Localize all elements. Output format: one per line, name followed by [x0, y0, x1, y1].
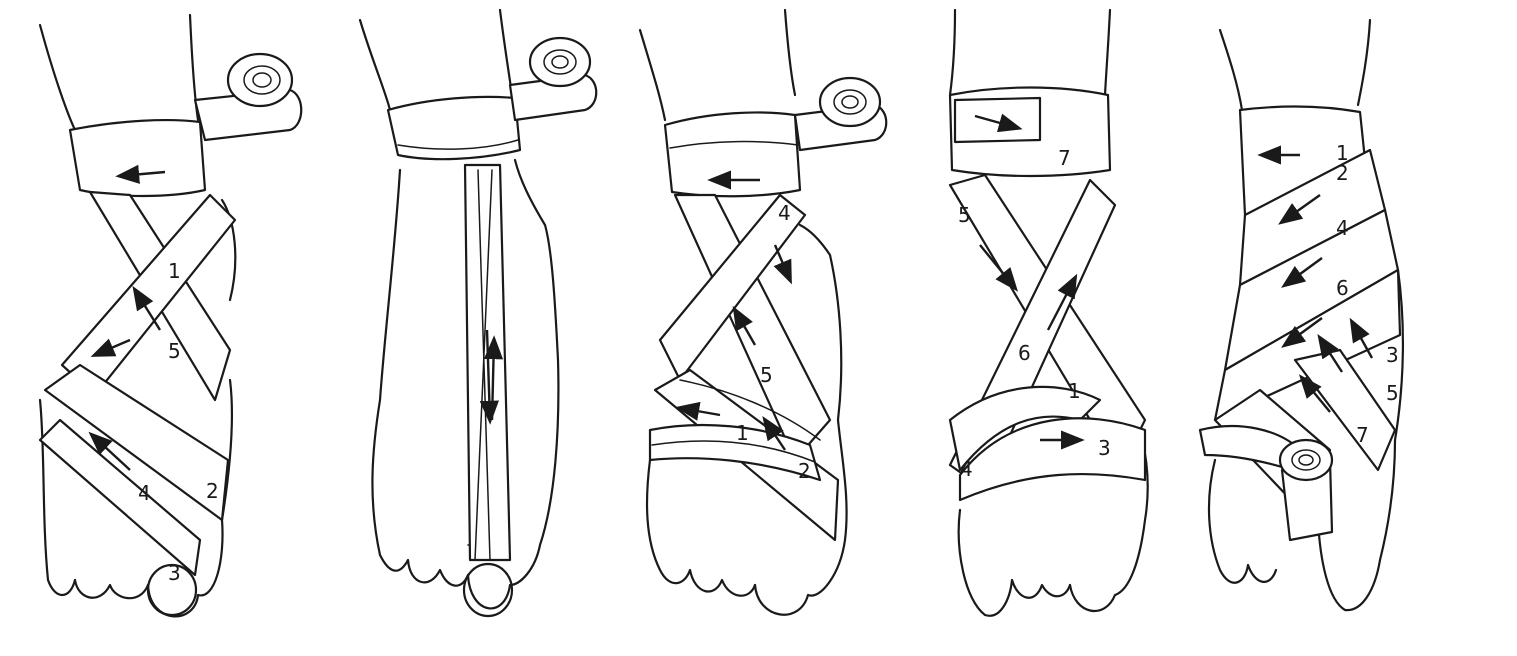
step-label-2: 2 [1336, 161, 1349, 185]
figure-4: 7 5 6 1 3 4 [950, 10, 1148, 616]
step-label-5: 5 [760, 363, 773, 387]
step-label-1: 1 [168, 259, 181, 283]
step-label-5: 5 [168, 339, 181, 363]
bandage-roll [795, 78, 886, 150]
bandage-roll [195, 54, 301, 140]
step-label-2: 2 [206, 479, 219, 503]
bandage-roll [510, 38, 596, 120]
step-label-5: 5 [1386, 381, 1399, 405]
step-label-7: 7 [1058, 146, 1071, 170]
step-label-2: 2 [798, 459, 811, 483]
figure-2 [360, 10, 596, 616]
figure-3: 4 5 1 2 [640, 10, 886, 615]
step-label-6: 6 [1018, 341, 1031, 365]
step-label-4: 4 [960, 457, 973, 481]
step-label-5: 5 [958, 203, 971, 227]
bandage-wraps [388, 97, 520, 560]
step-label-4: 4 [138, 481, 151, 505]
step-label-7: 7 [1356, 423, 1369, 447]
step-label-4: 4 [1336, 216, 1349, 240]
step-label-3: 3 [1386, 343, 1399, 367]
bandage-wraps [40, 120, 235, 575]
step-label-1: 1 [736, 421, 749, 445]
step-label-4: 4 [778, 201, 791, 225]
step-label-3: 3 [168, 561, 181, 585]
figure-1: 1 5 4 2 3 [40, 15, 301, 616]
step-label-3: 3 [1098, 436, 1111, 460]
figure-5: 1 2 4 6 3 5 7 [1200, 20, 1403, 610]
bandage-wraps [950, 88, 1145, 501]
bandage-roll [1280, 440, 1332, 540]
step-label-1: 1 [1068, 379, 1081, 403]
step-label-6: 6 [1336, 276, 1349, 300]
